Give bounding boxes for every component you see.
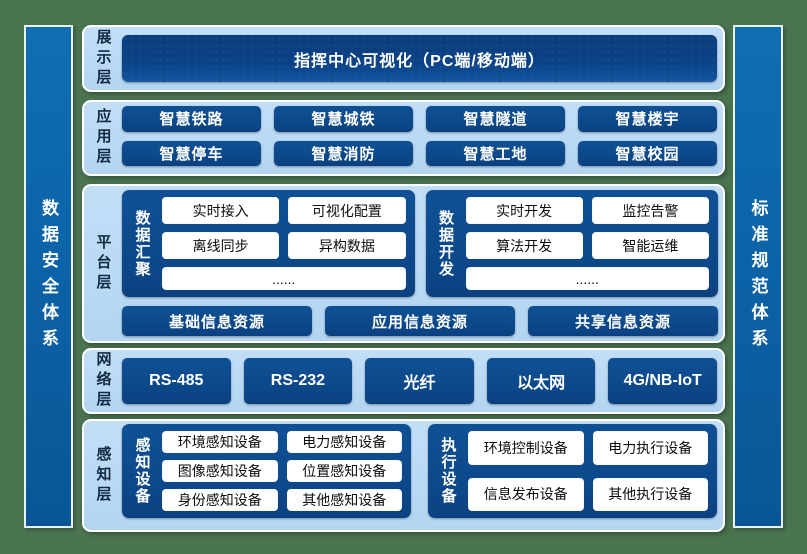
layer-platform-label: 平台层 [94,233,112,294]
layer-presentation-label: 展示层 [94,28,112,89]
item-location-sensing: 位置感知设备 [286,460,402,482]
item-realtime-dev: 实时开发 [465,197,583,224]
group-sensing-devices-label: 感知设备 [133,437,151,505]
pillar-data-security: 数据安全体系 [24,25,73,528]
item-development-more: ...... [465,267,709,290]
item-algo-dev: 算法开发 [465,232,583,259]
app-box-smart-railway: 智慧铁路 [122,106,261,132]
layer-perception-content: 感知设备 环境感知设备 电力感知设备 图像感知设备 位置感知设备 身份感知设备 … [122,421,723,530]
command-center-box: 指挥中心可视化（PC端/移动端） [122,35,717,82]
item-env-control: 环境控制设备 [468,431,584,465]
app-box-smart-building: 智慧楼宇 [578,106,717,132]
app-box-smart-metro: 智慧城铁 [274,106,413,132]
group-sensing-devices: 感知设备 环境感知设备 电力感知设备 图像感知设备 位置感知设备 身份感知设备 … [122,424,411,518]
layer-perception: 感知层 感知设备 环境感知设备 电力感知设备 图像感知设备 位置感知设备 身份感… [82,419,725,532]
net-box-ethernet: 以太网 [486,358,596,404]
item-offline-sync: 离线同步 [162,232,280,259]
app-box-smart-campus: 智慧校园 [578,140,717,166]
net-box-rs232: RS-232 [243,358,353,404]
app-box-smart-parking: 智慧停车 [122,140,261,166]
layer-network: 网络层 RS-485 RS-232 光纤 以太网 4G/NB-IoT [82,348,725,414]
group-data-development-label: 数据开发 [437,209,454,278]
pillar-data-security-label: 数据安全体系 [39,198,58,355]
item-info-publish: 信息发布设备 [468,477,584,511]
group-actuator-devices-label: 执行设备 [439,437,457,505]
group-data-aggregation: 数据汇聚 实时接入 可视化配置 离线同步 异构数据 ...... [122,190,415,297]
item-env-sensing: 环境感知设备 [162,431,278,453]
app-box-smart-fire: 智慧消防 [274,140,413,166]
item-monitor-alert: 监控告警 [591,197,709,224]
layer-network-label: 网络层 [94,351,112,411]
layer-presentation-content: 指挥中心可视化（PC端/移动端） [122,27,723,90]
group-data-development: 数据开发 实时开发 监控告警 算法开发 智能运维 ...... [425,190,718,297]
resource-app-info: 应用信息资源 [325,306,515,336]
item-smart-ops: 智能运维 [591,232,709,259]
item-other-sensing: 其他感知设备 [286,489,402,511]
item-hetero-data: 异构数据 [288,232,406,259]
item-image-sensing: 图像感知设备 [162,460,278,482]
net-box-rs485: RS-485 [122,358,231,404]
net-box-fiber: 光纤 [365,358,474,404]
resource-shared-info: 共享信息资源 [528,306,718,336]
pillar-standards: 标准规范体系 [733,25,783,528]
group-actuator-devices: 执行设备 环境控制设备 电力执行设备 信息发布设备 其他执行设备 [428,424,717,518]
item-other-actuator: 其他执行设备 [592,477,708,511]
layer-application-content: 智慧铁路 智慧城铁 智慧隧道 智慧楼宇 智慧停车 智慧消防 智慧工地 智慧校园 [122,102,723,174]
item-power-sensing: 电力感知设备 [286,431,402,453]
layer-perception-label: 感知层 [94,445,112,506]
layer-platform: 平台层 数据汇聚 实时接入 可视化配置 离线同步 异构数据 ...... [82,184,725,343]
item-power-actuator: 电力执行设备 [592,431,708,465]
resource-basic-info: 基础信息资源 [122,306,312,336]
item-identity-sensing: 身份感知设备 [162,489,278,511]
layer-network-content: RS-485 RS-232 光纤 以太网 4G/NB-IoT [122,350,723,412]
platform-groups: 数据汇聚 实时接入 可视化配置 离线同步 异构数据 ...... 数据开发 [122,190,718,297]
layer-application: 应用层 智慧铁路 智慧城铁 智慧隧道 智慧楼宇 智慧停车 智慧消防 智慧工地 智… [82,100,725,176]
item-visual-config: 可视化配置 [288,197,406,224]
item-aggregation-more: ...... [162,267,406,290]
layer-application-label: 应用层 [94,108,112,168]
resources-row: 基础信息资源 应用信息资源 共享信息资源 [122,306,718,336]
layer-platform-content: 数据汇聚 实时接入 可视化配置 离线同步 异构数据 ...... 数据开发 [122,186,723,341]
item-realtime-access: 实时接入 [162,197,280,224]
net-box-4g-nbiot: 4G/NB-IoT [608,358,717,404]
app-box-smart-site: 智慧工地 [426,140,565,166]
group-data-aggregation-label: 数据汇聚 [133,209,151,278]
app-box-smart-tunnel: 智慧隧道 [426,106,565,132]
pillar-standards-label: 标准规范体系 [748,198,768,355]
layer-presentation: 展示层 指挥中心可视化（PC端/移动端） [82,25,725,92]
